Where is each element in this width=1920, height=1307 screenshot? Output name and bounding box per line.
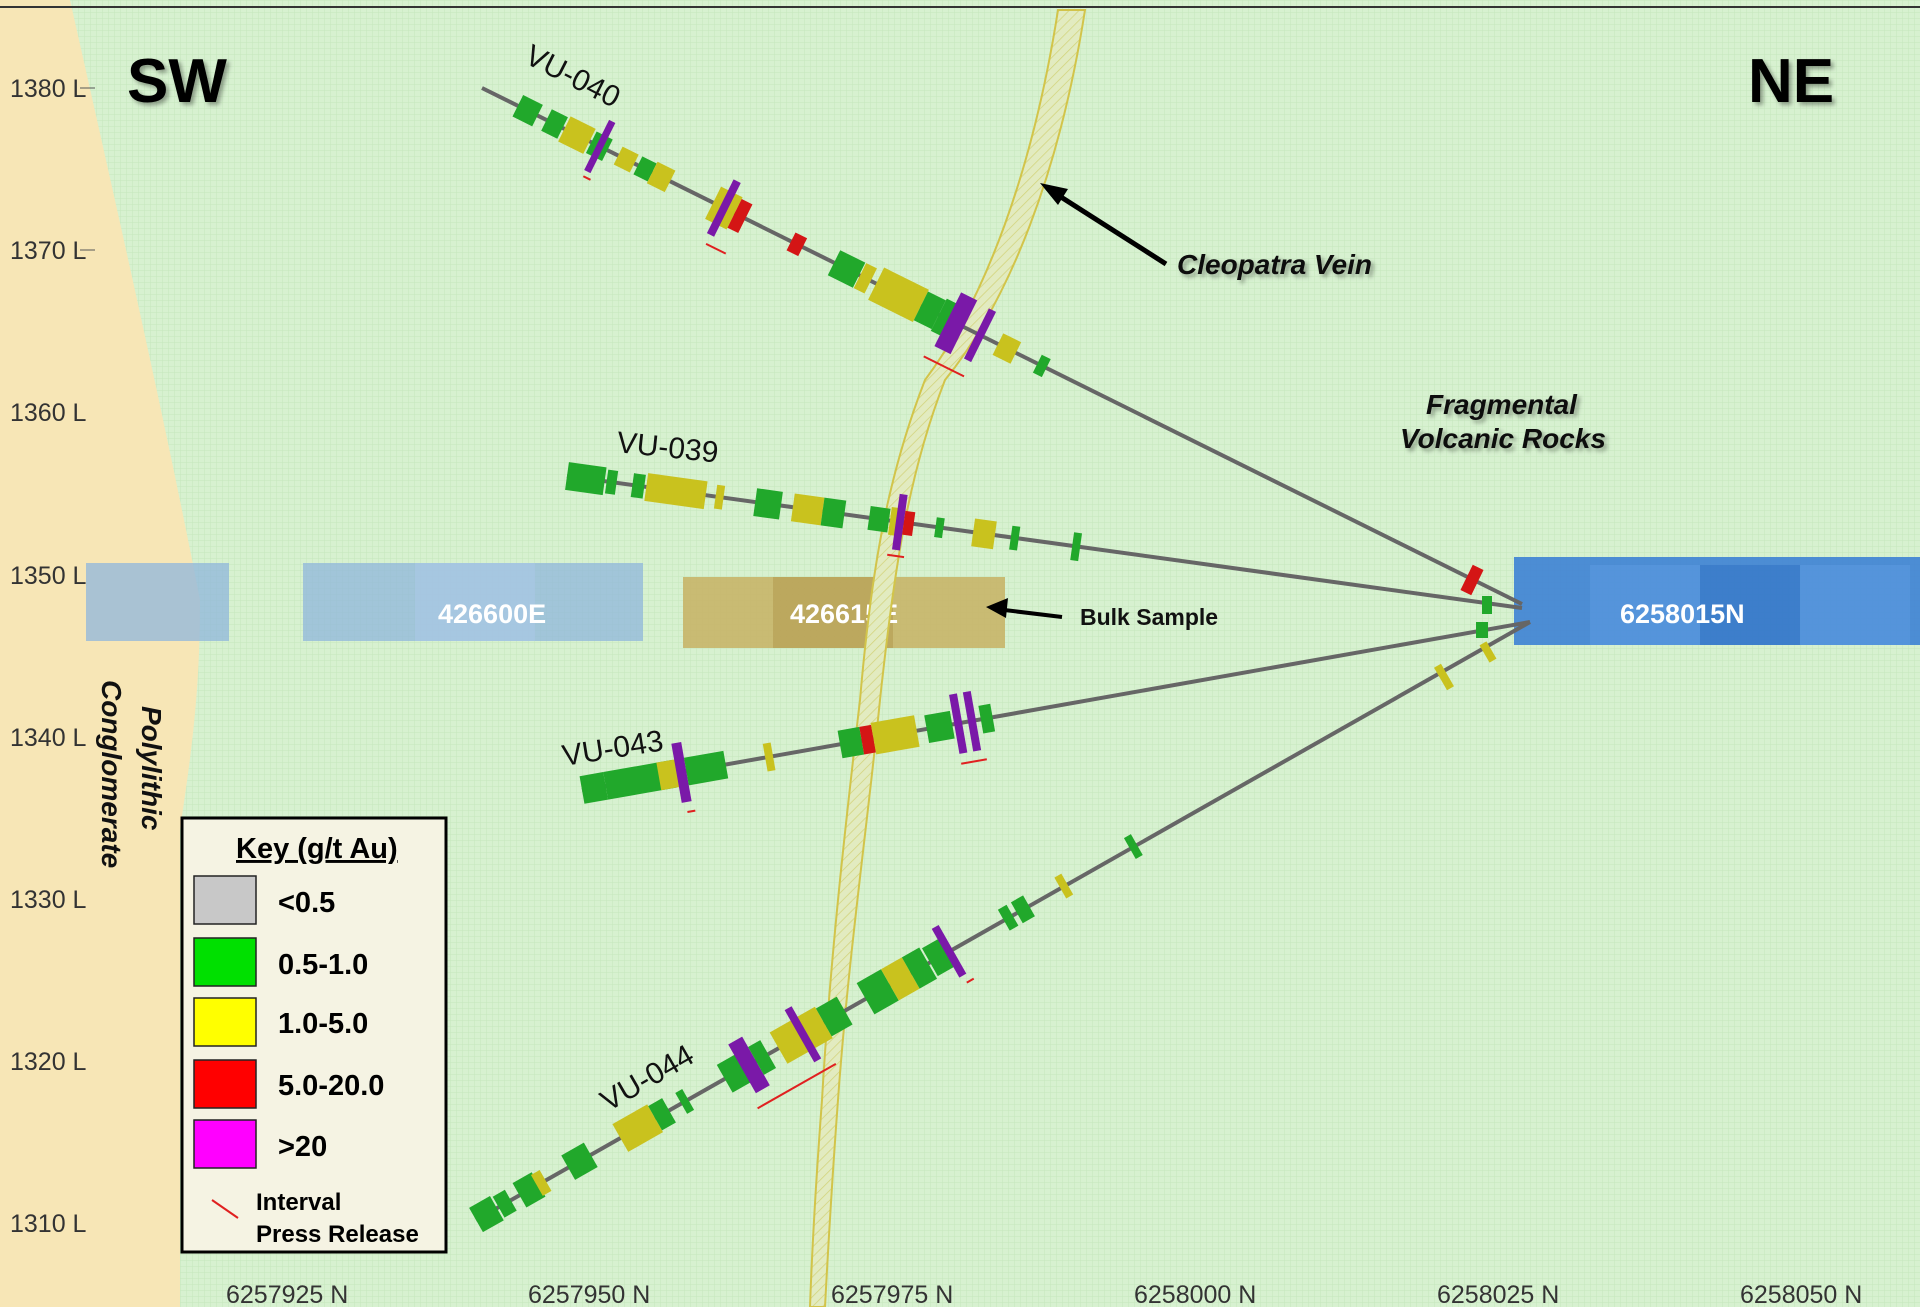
level-label: 1330 L <box>10 886 87 914</box>
conglomerate-zone <box>0 0 200 1307</box>
section-label-6258015n: 6258015N <box>1620 599 1745 629</box>
vu043-trace <box>581 620 1531 792</box>
level-tick: 1330 L <box>10 886 87 914</box>
cleopatra-arrow <box>1040 183 1168 267</box>
section-426600e-plane: 426600E <box>86 563 643 641</box>
cleopatra-vein <box>808 9 1087 1307</box>
level-label: 1310 L <box>10 1210 87 1238</box>
vu043-intervals <box>579 690 996 814</box>
northing-label: 6258050 N <box>1740 1281 1862 1307</box>
northing-label: 6257950 N <box>528 1281 650 1307</box>
cleopatra-vein-label: Cleopatra Vein <box>1177 249 1372 280</box>
level-tick: 1370 L <box>10 237 95 265</box>
level-tick: 1340 L <box>10 724 87 752</box>
level-label: 1370 L <box>10 237 87 265</box>
bulk-sample-label: Bulk Sample <box>1080 604 1218 630</box>
direction-label-ne: NE <box>1748 47 1834 116</box>
bulk-sample-block: 426615E <box>683 577 1005 648</box>
northing-label: 6257925 N <box>226 1281 348 1307</box>
level-label: 1350 L <box>10 562 87 590</box>
level-tick: 1360 L <box>10 399 87 427</box>
fragmental-label-line1: Fragmental <box>1426 389 1578 420</box>
legend-item-label: 0.5-1.0 <box>278 949 368 981</box>
level-tick: 1320 L <box>10 1048 87 1076</box>
legend-item-label: 1.0-5.0 <box>278 1008 368 1040</box>
legend-swatch <box>193 1119 257 1169</box>
vu039-intervals <box>565 462 1083 562</box>
level-label: 1340 L <box>10 724 87 752</box>
vu044-intervals <box>469 834 1143 1233</box>
collar-intervals <box>1434 564 1497 691</box>
direction-label-sw: SW <box>127 47 227 116</box>
legend-item-label: <0.5 <box>278 887 335 919</box>
section-label-426600e: 426600E <box>438 599 546 629</box>
legend-interval-label-line2: Press Release <box>256 1221 419 1248</box>
level-tick: 1380 L <box>10 75 95 103</box>
legend-interval-label-line1: Interval <box>256 1189 341 1216</box>
legend-swatch <box>193 1059 257 1109</box>
interval-line-swatch <box>211 1199 239 1219</box>
fragmental-label-line2: Volcanic Rocks <box>1400 423 1606 454</box>
legend-swatch <box>193 937 257 987</box>
level-tick: 1310 L <box>10 1210 87 1238</box>
legend-title: Key (g/t Au) <box>236 833 398 865</box>
legend-item-label: 5.0-20.0 <box>278 1070 384 1102</box>
legend-swatch <box>193 997 257 1047</box>
northing-label: 6258025 N <box>1437 1281 1559 1307</box>
legend: Key (g/t Au) <0.5 0.5-1.0 1.0-5.0 5.0-20… <box>180 816 448 1254</box>
polylithic-label-line1: Polylithic <box>136 706 167 831</box>
level-label: 1320 L <box>10 1048 87 1076</box>
level-label: 1380 L <box>10 75 87 103</box>
legend-swatch <box>193 875 257 925</box>
northing-label: 6257975 N <box>831 1281 953 1307</box>
vu039-trace <box>566 474 1523 610</box>
level-tick: 1350 L <box>10 562 87 590</box>
polylithic-label-line2: Conglomerate <box>96 680 127 868</box>
bulk-sample-arrow <box>986 598 1063 619</box>
legend-item-label: >20 <box>278 1131 327 1163</box>
level-label: 1360 L <box>10 399 87 427</box>
section-6258015n-plane: 6258015N <box>1514 557 1920 645</box>
northing-axis: 6257925 N 6257950 N 6257975 N 6258000 N … <box>226 1281 1862 1307</box>
level-axis: 1380 L 1370 L 1360 L 1350 L 1340 L 1330 … <box>10 75 95 1238</box>
northing-label: 6258000 N <box>1134 1281 1256 1307</box>
vu040-intervals <box>512 95 1051 378</box>
